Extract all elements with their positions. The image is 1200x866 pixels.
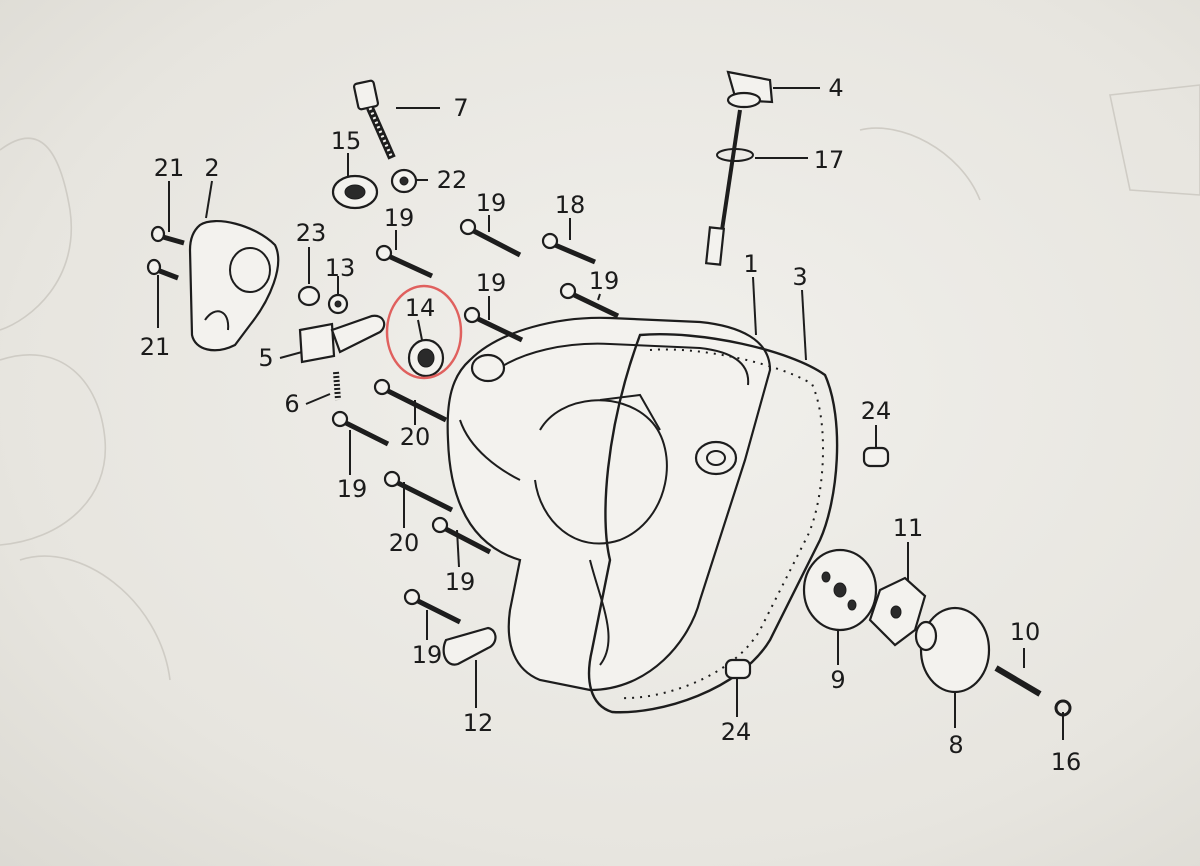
callout-7: 7 bbox=[453, 94, 469, 122]
callout-19-a: 19 bbox=[383, 204, 415, 232]
callout-19-b: 19 bbox=[475, 189, 507, 217]
callout-14: 14 bbox=[404, 294, 436, 322]
callout-1: 1 bbox=[743, 250, 759, 278]
small-gasket-part-2 bbox=[188, 220, 280, 352]
callout-2: 2 bbox=[204, 154, 220, 182]
callout-19-g: 19 bbox=[411, 641, 443, 669]
callout-21-top: 21 bbox=[153, 154, 185, 182]
cover-gasket-part-3 bbox=[587, 333, 839, 714]
callout-20-b: 20 bbox=[388, 529, 420, 557]
callout-19-d: 19 bbox=[588, 267, 620, 295]
callout-24-a: 24 bbox=[860, 397, 892, 425]
small-parts bbox=[146, 70, 1072, 717]
leader-lines bbox=[157, 87, 1064, 740]
callout-12: 12 bbox=[462, 709, 494, 737]
callout-5: 5 bbox=[258, 344, 274, 372]
callout-15: 15 bbox=[330, 127, 362, 155]
callout-8: 8 bbox=[948, 731, 964, 759]
callout-6: 6 bbox=[284, 390, 300, 418]
callout-13: 13 bbox=[324, 254, 356, 282]
callout-16: 16 bbox=[1050, 748, 1082, 776]
callout-19-f: 19 bbox=[444, 568, 476, 596]
callout-18: 18 bbox=[554, 191, 586, 219]
callout-19-e: 19 bbox=[336, 475, 368, 503]
crankcase-cover-part-1 bbox=[446, 316, 772, 692]
callout-3: 3 bbox=[792, 263, 808, 291]
callout-23: 23 bbox=[295, 219, 327, 247]
background-bleed-through bbox=[0, 84, 1200, 681]
callout-21-bottom: 21 bbox=[139, 333, 171, 361]
callout-17: 17 bbox=[813, 146, 845, 174]
callout-10: 10 bbox=[1009, 618, 1041, 646]
callout-22: 22 bbox=[436, 166, 468, 194]
callout-20-a: 20 bbox=[399, 423, 431, 451]
callout-11: 11 bbox=[892, 514, 924, 542]
callout-24-b: 24 bbox=[720, 718, 752, 746]
highlight-circle-part-14 bbox=[385, 284, 463, 380]
callout-19-c: 19 bbox=[475, 269, 507, 297]
callout-4: 4 bbox=[828, 74, 844, 102]
callout-9: 9 bbox=[830, 666, 846, 694]
